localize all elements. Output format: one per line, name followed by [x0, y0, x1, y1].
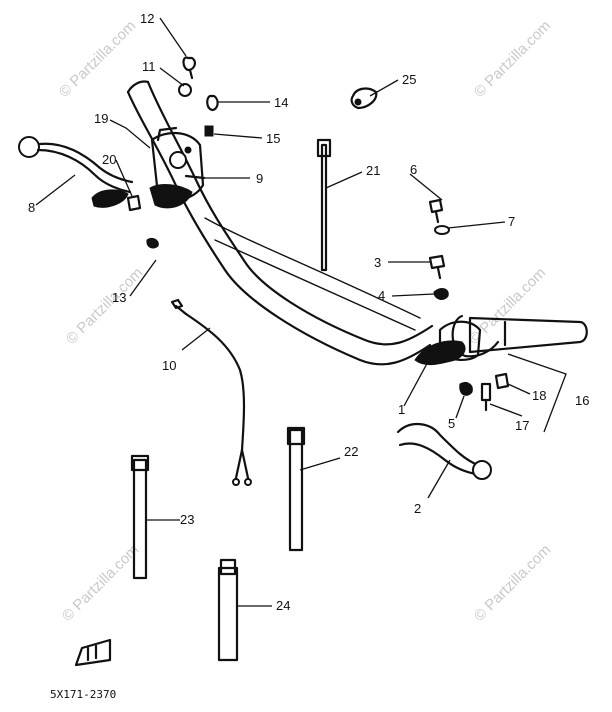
leader-lines [35, 17, 567, 607]
callout-25: 25 [402, 72, 416, 87]
right-fasteners [428, 198, 510, 412]
callout-16: 16 [575, 393, 589, 408]
watermark: © Partzilla.com [466, 264, 549, 347]
small-fasteners [126, 56, 378, 249]
callout-19: 19 [94, 111, 108, 126]
left-lever [18, 136, 134, 208]
right-lever-holder [414, 320, 482, 366]
diagram-code: 5X171-2370 [50, 688, 116, 701]
wire-lead [170, 298, 252, 486]
callout-14: 14 [274, 95, 288, 110]
watermark: © Partzilla.com [56, 17, 139, 100]
callout-15: 15 [266, 131, 280, 146]
callout-numbers: 12 11 25 14 19 15 20 9 21 6 8 7 3 4 13 1… [28, 11, 589, 701]
callout-21: 21 [366, 163, 380, 178]
handlebar [126, 80, 434, 366]
callout-10: 10 [162, 358, 176, 373]
callout-18: 18 [532, 388, 546, 403]
callout-5: 5 [448, 416, 455, 431]
callout-9: 9 [256, 171, 263, 186]
watermarks: © Partzilla.com © Partzilla.com © Partzi… [56, 17, 554, 624]
watermark: © Partzilla.com [471, 17, 554, 100]
control-cables [130, 138, 332, 662]
callout-7: 7 [508, 214, 515, 229]
watermark: © Partzilla.com [63, 264, 146, 347]
callout-1: 1 [398, 402, 405, 417]
callout-20: 20 [102, 152, 116, 167]
callout-6: 6 [410, 162, 417, 177]
callout-11: 11 [142, 59, 156, 74]
callout-12: 12 [140, 11, 154, 26]
callout-17: 17 [515, 418, 529, 433]
right-lever [396, 423, 492, 480]
callout-8: 8 [28, 200, 35, 215]
watermark: © Partzilla.com [471, 541, 554, 624]
watermark: © Partzilla.com [59, 541, 142, 624]
front-arrow-icon [74, 638, 112, 667]
left-switch-assembly [149, 126, 206, 209]
callout-23: 23 [180, 512, 194, 527]
right-grip [451, 314, 588, 358]
callout-24: 24 [276, 598, 290, 613]
callout-2: 2 [414, 501, 421, 516]
callout-3: 3 [374, 255, 381, 270]
callout-22: 22 [344, 444, 358, 459]
callout-13: 13 [112, 290, 126, 305]
callout-4: 4 [378, 288, 385, 303]
